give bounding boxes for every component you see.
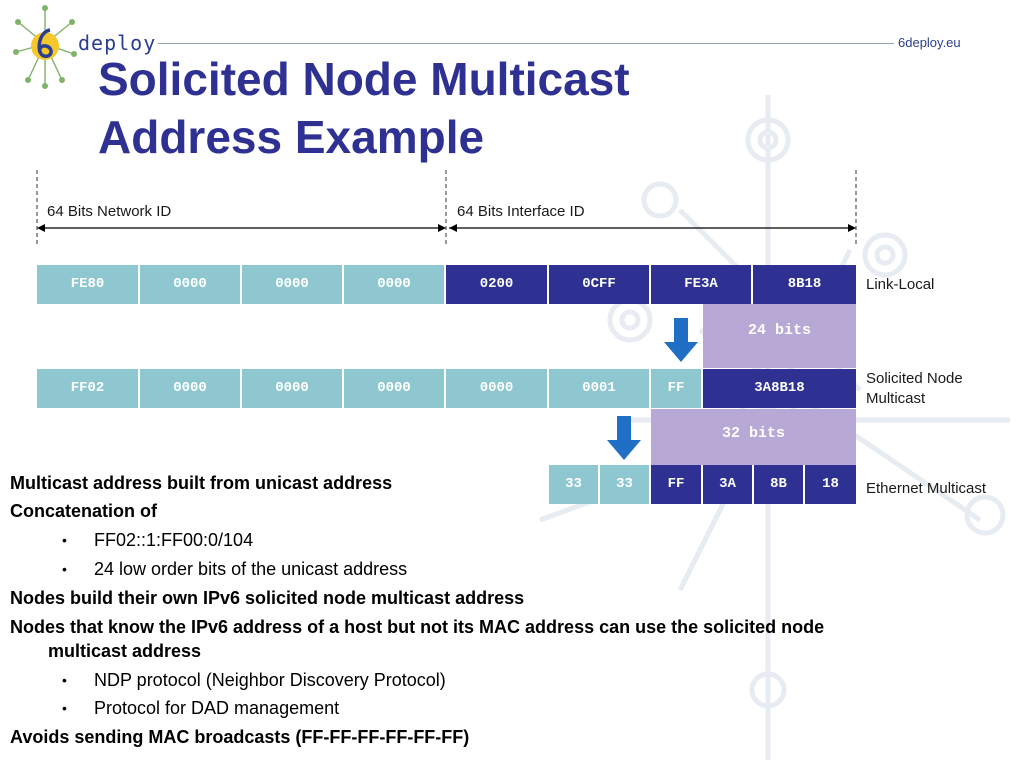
down-arrow-icon xyxy=(607,416,641,460)
page-title: Solicited Node Multicast Address Example xyxy=(98,50,630,166)
address-group: 0000 xyxy=(242,265,344,304)
mac-byte: 33 xyxy=(549,465,600,504)
address-group: 0001 xyxy=(549,369,651,408)
bits-24-highlight: 24 bits xyxy=(703,304,856,368)
bullet-icon: • xyxy=(62,561,67,577)
sub-point-ndp: NDP protocol (Neighbor Discovery Protoco… xyxy=(94,670,446,690)
network-id-label: 64 Bits Network ID xyxy=(47,203,172,220)
address-group: 0000 xyxy=(242,369,344,408)
bit-width-markers xyxy=(36,170,857,246)
address-group: 0000 xyxy=(140,265,242,304)
bullet-icon: • xyxy=(62,532,67,548)
header-line xyxy=(158,43,894,44)
address-group: 8B18 xyxy=(753,265,856,304)
solicited-node-label: Solicited Node Multicast xyxy=(866,370,963,407)
title-line-1: Solicited Node Multicast xyxy=(98,53,630,105)
address-group: FE3A xyxy=(651,265,753,304)
mac-byte: 8B xyxy=(754,465,805,504)
mac-byte: 33 xyxy=(600,465,651,504)
brand-name: deploy xyxy=(78,31,157,55)
ethernet-multicast-label: Ethernet Multicast xyxy=(866,480,987,497)
point-nodes-know: Nodes that know the IPv6 address of a ho… xyxy=(10,617,825,661)
address-group: 0200 xyxy=(446,265,549,304)
point-avoids-broadcasts: Avoids sending MAC broadcasts (FF-FF-FF-… xyxy=(10,727,470,747)
sub-point-prefix: FF02::1:FF00:0/104 xyxy=(94,530,254,550)
logo-icon xyxy=(13,5,77,89)
down-arrow-icon xyxy=(664,318,698,362)
point-concatenation: Concatenation of xyxy=(10,501,157,521)
point-nodes-build: Nodes build their own IPv6 solicited nod… xyxy=(10,588,525,608)
point-multicast-built: Multicast address built from unicast add… xyxy=(10,473,393,493)
sub-point-low-order-bits: 24 low order bits of the unicast address xyxy=(94,559,408,579)
address-group: 0000 xyxy=(446,369,549,408)
interface-id-label: 64 Bits Interface ID xyxy=(457,203,585,220)
mac-byte: FF xyxy=(651,465,703,504)
sub-point-dad: Protocol for DAD management xyxy=(94,698,340,718)
mac-byte: 3A xyxy=(703,465,754,504)
bullet-icon: • xyxy=(62,672,67,688)
site-url: 6deploy.eu xyxy=(898,35,961,50)
title-line-2: Address Example xyxy=(98,111,485,163)
address-group: 3A8B18 xyxy=(703,369,856,408)
bullet-icon: • xyxy=(62,700,67,716)
address-group: 0000 xyxy=(344,265,446,304)
address-group: FF02 xyxy=(37,369,140,408)
bits-32-highlight: 32 bits xyxy=(651,409,856,465)
address-group: 0000 xyxy=(140,369,242,408)
address-group: 0000 xyxy=(344,369,446,408)
address-group: FE80 xyxy=(37,265,140,304)
address-group: FF xyxy=(651,369,703,408)
mac-byte: 18 xyxy=(805,465,856,504)
link-local-label: Link-Local xyxy=(866,276,935,293)
address-group: 0CFF xyxy=(549,265,651,304)
